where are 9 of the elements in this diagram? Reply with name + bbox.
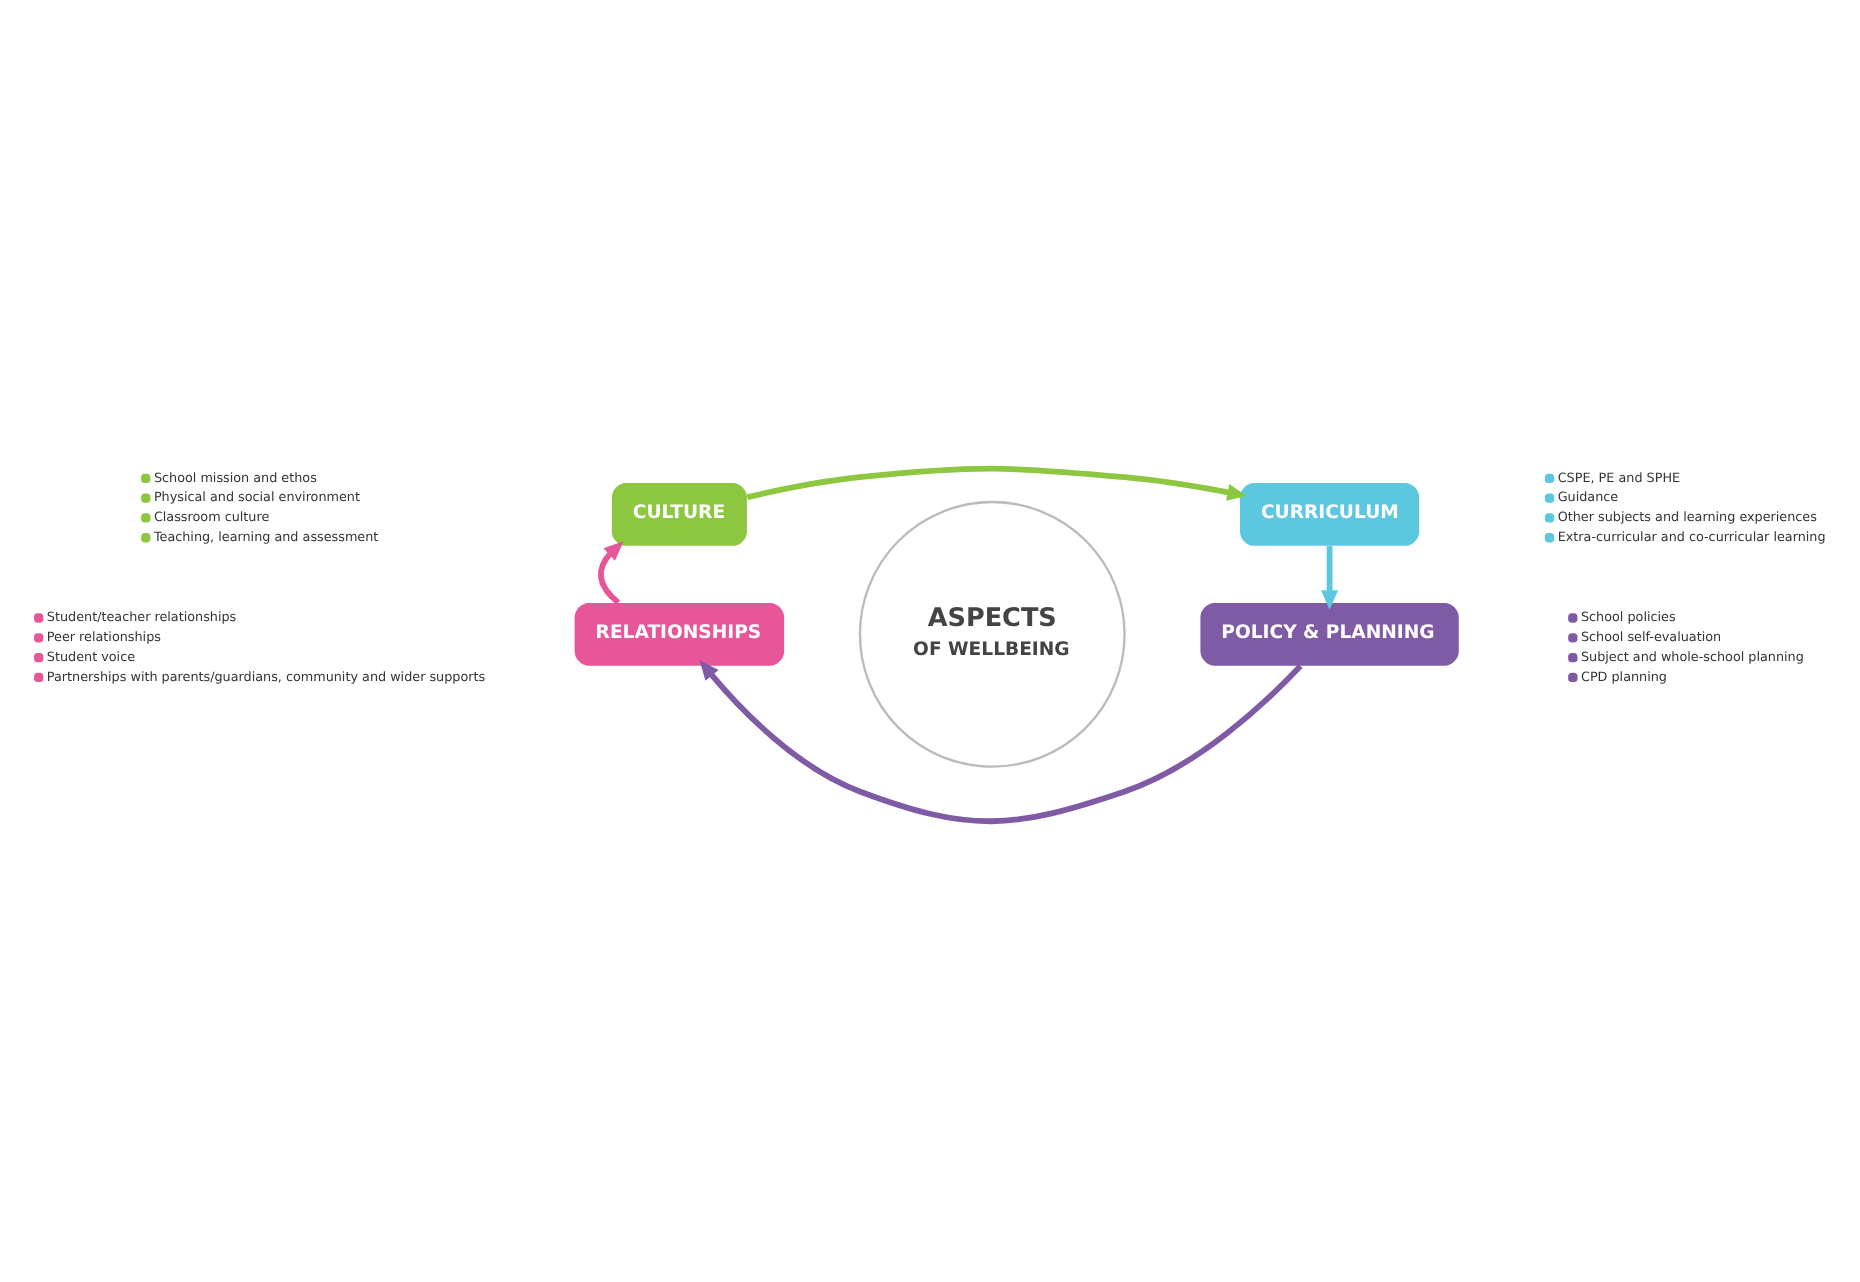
node-circle: ASPECTS OF WELLBEING xyxy=(858,499,1126,767)
node-box: POLICY & PLANNING xyxy=(1200,601,1459,665)
arrow xyxy=(597,540,624,604)
node-box: RELATIONSHIPS xyxy=(574,601,785,665)
node-box: CULTURE xyxy=(611,482,747,545)
arrow xyxy=(746,464,1247,500)
arrow xyxy=(1321,545,1339,609)
node-box: CURRICULUM xyxy=(1240,482,1420,545)
arrow xyxy=(699,659,1303,824)
